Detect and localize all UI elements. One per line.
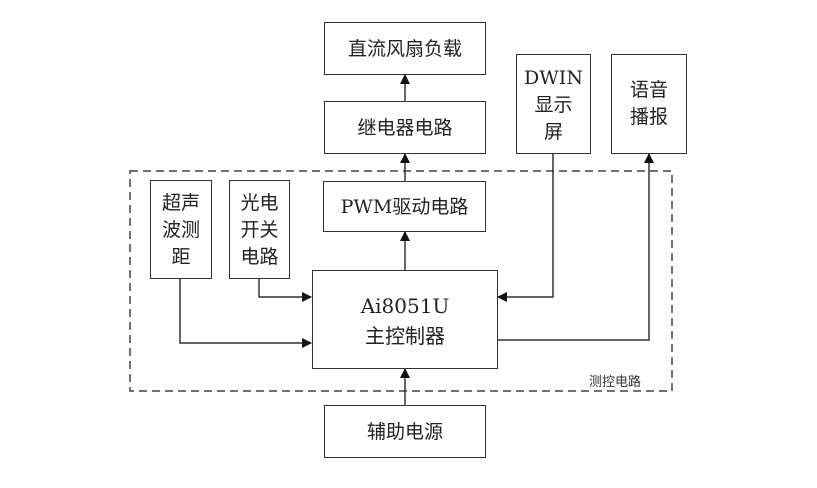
voice-broadcast-block: 语音 播报	[611, 54, 687, 154]
voice-label-line-2: 播报	[629, 106, 668, 128]
ultrasonic-ranging-block: 超声 波测 距	[150, 180, 212, 279]
ultrasonic-label-line-1: 超声	[161, 192, 200, 214]
power-label: 辅助电源	[366, 420, 443, 443]
relay-label: 继电器电路	[357, 116, 453, 139]
photo-switch-label-line-2: 开关	[240, 219, 279, 241]
dwin-label-line-2: 显示	[534, 93, 573, 116]
voice-label-line-1: 语音	[629, 79, 668, 101]
controller-label-line-1: Ai8051U	[360, 293, 450, 318]
relay-block: 继电器电路	[324, 101, 486, 154]
dwin-label-line-1: DWIN	[524, 66, 583, 89]
main-controller-block: Ai8051U 主控制器	[312, 270, 498, 369]
auxiliary-power-block: 辅助电源	[324, 405, 486, 458]
control-region-border	[129, 170, 673, 392]
wire-dwin-controller	[497, 145, 558, 302]
photo-switch-label-line-1: 光电	[240, 192, 279, 214]
dwin-display-block: DWIN 显示 屏	[516, 54, 591, 154]
ultrasonic-label-line-3: 距	[171, 246, 191, 268]
fan-load-block: 直流风扇负载	[324, 22, 486, 75]
fan-load-label: 直流风扇负载	[347, 37, 462, 60]
pwm-label: PWM驱动电路	[340, 195, 469, 218]
wire-ultrasonic-controller	[175, 270, 312, 348]
ultrasonic-label-line-2: 波测	[161, 219, 200, 241]
wire-photo-switch-to-controller	[258, 278, 312, 302]
wire-controller-to-voice	[497, 153, 654, 341]
pwm-driver-block: PWM驱动电路	[323, 181, 486, 232]
photo-switch-label-line-3: 电路	[240, 246, 279, 268]
control-region-label: 测控电路	[589, 375, 642, 390]
dwin-label-line-3: 屏	[543, 120, 563, 143]
controller-label-line-2: 主控制器	[365, 323, 445, 348]
photo-switch-block: 光电 开关 电路	[229, 180, 290, 279]
